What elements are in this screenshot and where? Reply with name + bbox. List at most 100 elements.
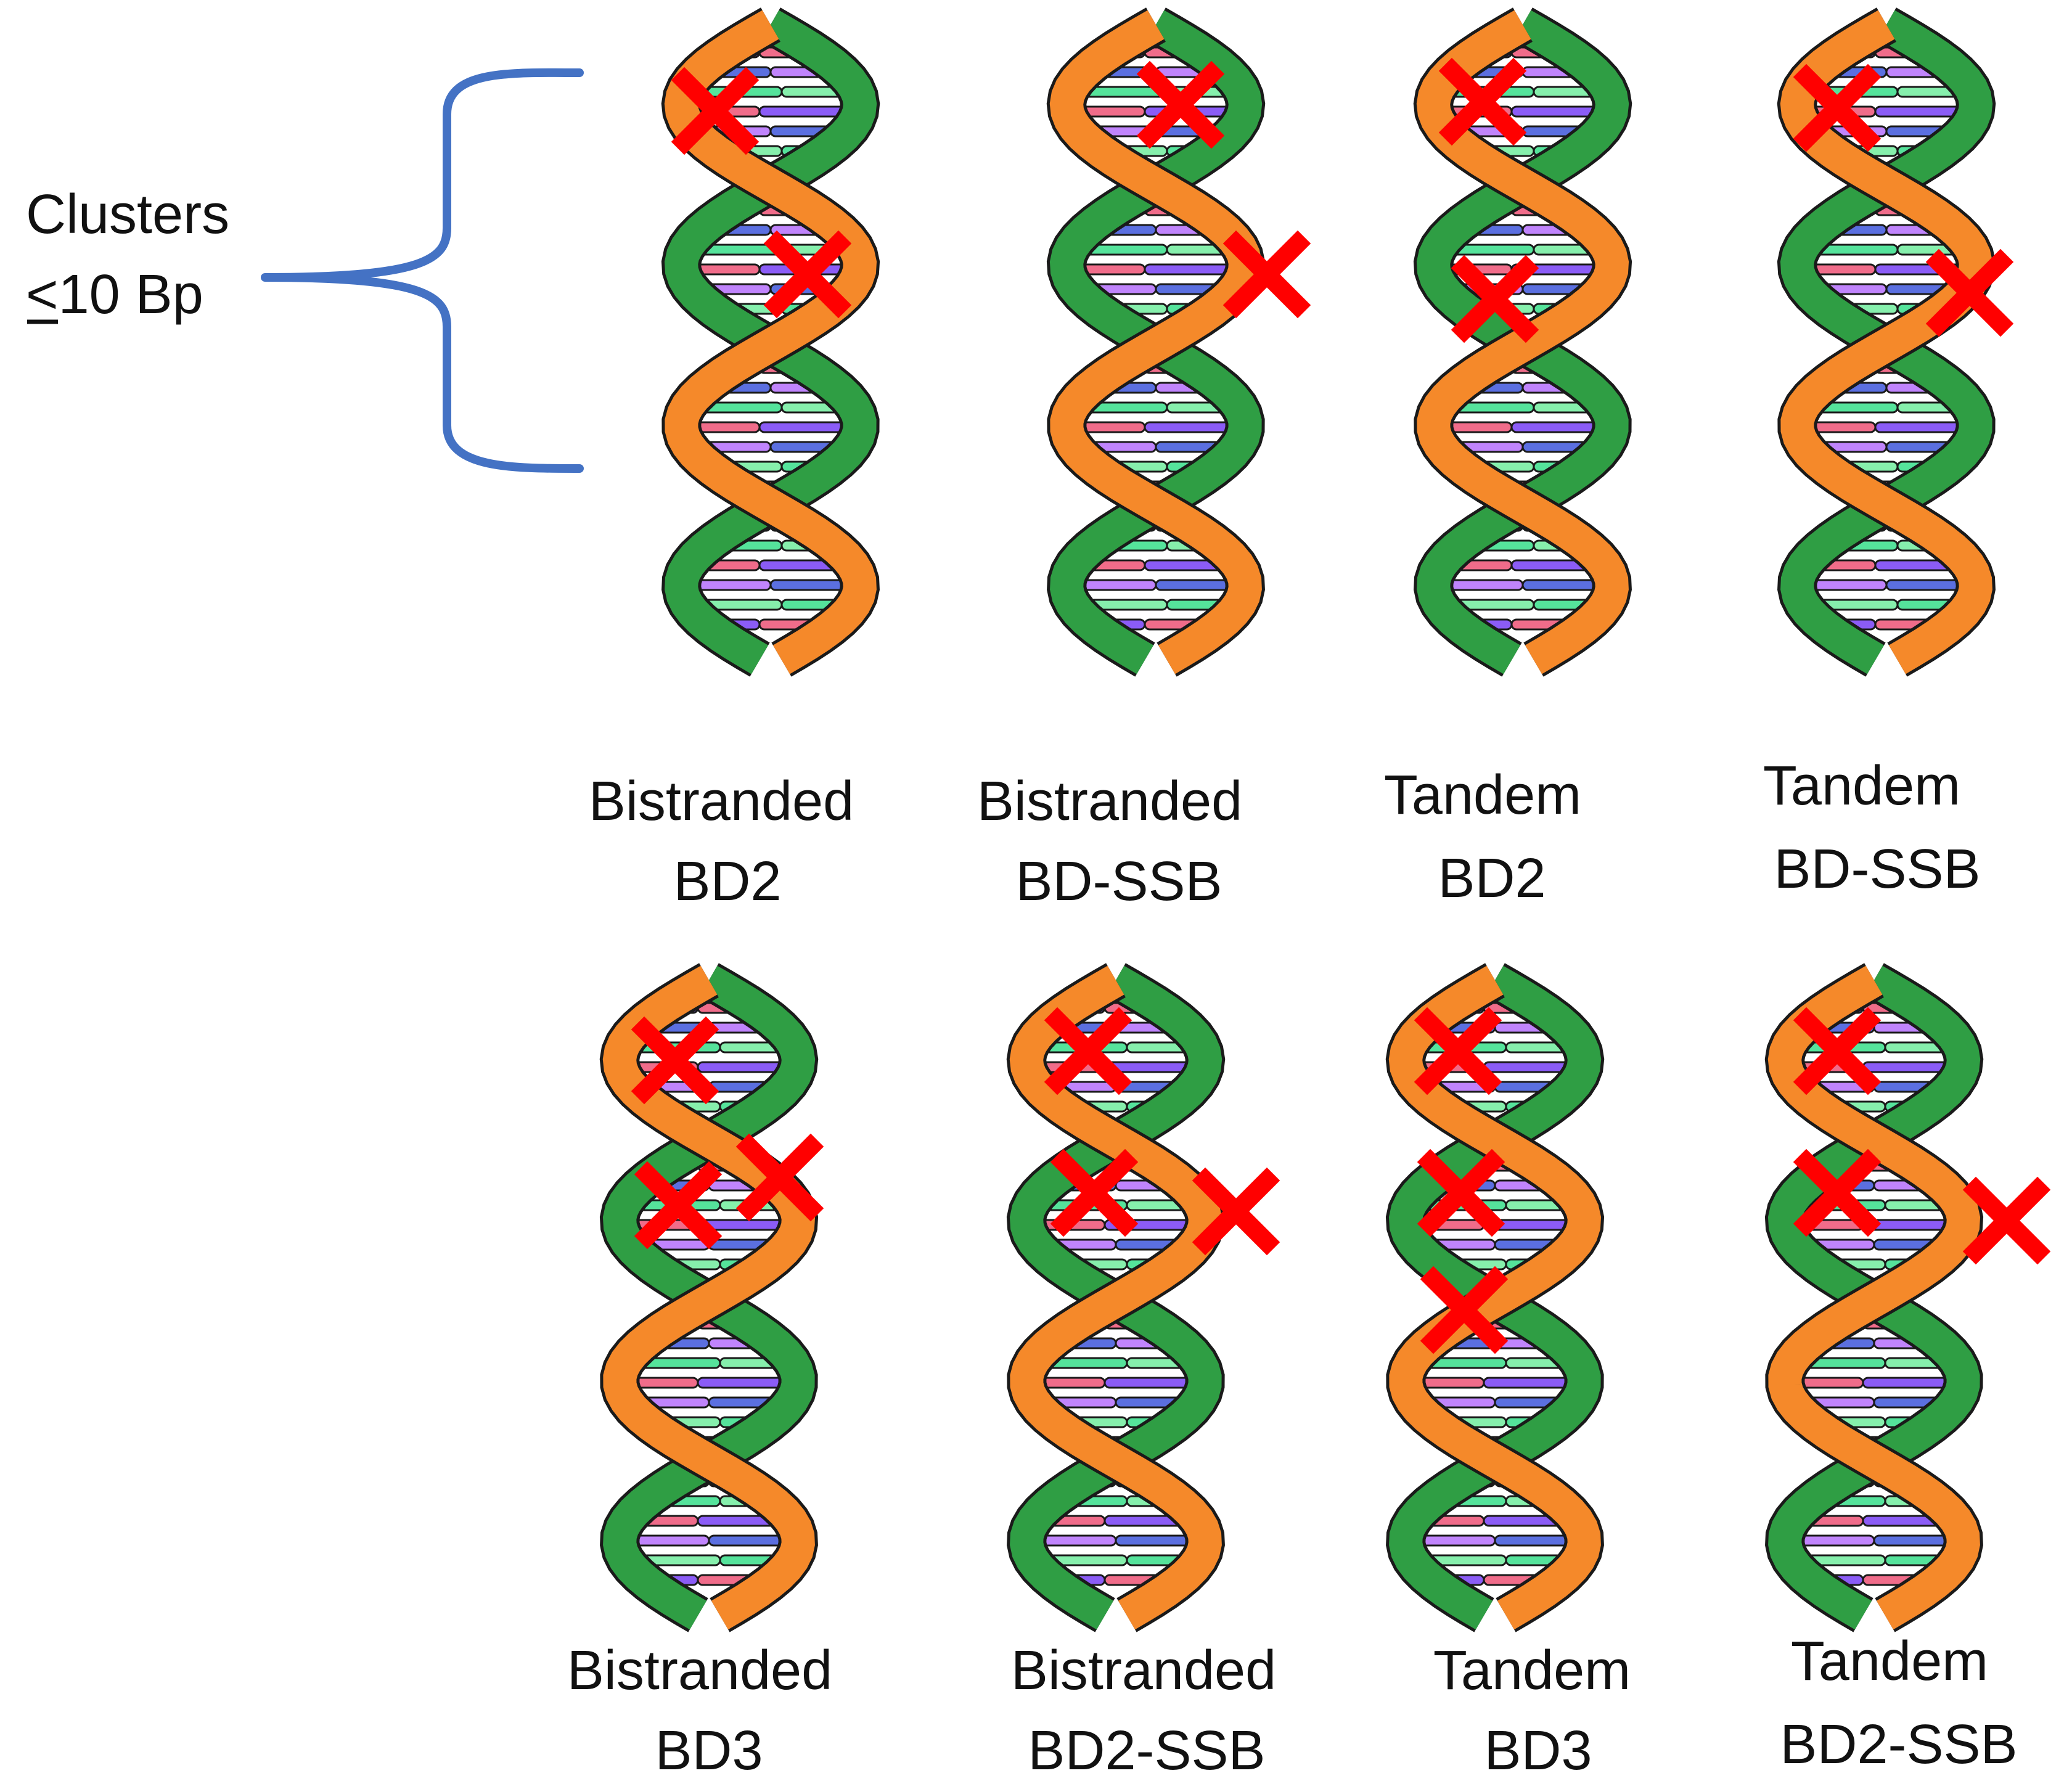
base-right <box>1862 1061 1953 1073</box>
cluster-bracket: Clusters <10 Bp <box>26 68 584 473</box>
base-right <box>1862 1377 1954 1389</box>
base-right <box>1483 1377 1574 1389</box>
damage-stroke <box>1793 1007 1882 1095</box>
damage-stroke <box>1793 1148 1882 1237</box>
base-left <box>1795 1534 1875 1547</box>
base-right <box>769 579 850 591</box>
damage-x-icon <box>1793 63 1882 152</box>
damage-x-icon <box>1050 1148 1139 1237</box>
damage-stroke <box>1962 1176 2051 1265</box>
panel-label-type: Bistranded <box>1011 1640 1276 1701</box>
damage-stroke <box>735 1133 824 1222</box>
damage-x-icon <box>1962 1176 2051 1265</box>
base-right <box>708 1534 788 1547</box>
base-left <box>1076 579 1157 591</box>
damage-stroke <box>1451 255 1539 343</box>
damage-x-icon <box>1414 1007 1502 1095</box>
base-left <box>1443 579 1524 591</box>
damage-stroke <box>1417 1148 1505 1237</box>
panel-label-type: Bistranded <box>977 771 1242 832</box>
base-right <box>1144 263 1235 276</box>
base-left <box>691 579 772 591</box>
damage-x-icon <box>1136 60 1225 149</box>
orange-strand <box>1767 965 1981 1630</box>
damage-x-icon <box>634 1161 723 1250</box>
damage-x-icon <box>735 1133 824 1222</box>
base-right <box>758 421 850 433</box>
base-right <box>697 1061 788 1073</box>
damage-x-icon <box>1420 1266 1509 1354</box>
base-right <box>1873 1534 1954 1547</box>
panel-label-class: BD2 <box>1438 848 1546 909</box>
base-left <box>1036 1534 1117 1547</box>
damage-x-icon <box>1925 248 2014 337</box>
base-right <box>1510 105 1602 118</box>
damage-x-icon <box>671 67 760 155</box>
damage-x-icon <box>1222 230 1311 319</box>
damage-x-icon <box>631 1016 719 1105</box>
base-right <box>1483 1061 1574 1073</box>
cluster-label-line1: Clusters <box>26 184 229 245</box>
panel-label-type: Tandem <box>1763 755 1960 817</box>
orange-strand <box>1049 10 1263 674</box>
damage-x-icon <box>763 230 852 319</box>
damage-stroke <box>634 1161 723 1250</box>
damage-stroke <box>1414 1007 1502 1095</box>
damage-x-icon <box>1438 57 1527 146</box>
damage-x-icon <box>1451 255 1539 343</box>
orange-strand <box>1388 965 1602 1630</box>
panel-label-class: BD-SSB <box>1015 851 1222 912</box>
base-right <box>1104 1377 1195 1389</box>
panel-label-class: BD3 <box>655 1720 763 1782</box>
cluster-size-value: 10 Bp <box>59 264 203 325</box>
damage-stroke <box>1136 60 1225 149</box>
panel-label-class: BD3 <box>1484 1720 1592 1782</box>
cluster-label-line2: <10 Bp <box>26 264 203 325</box>
damage-x-icon <box>1044 1007 1132 1095</box>
base-right <box>1144 421 1235 433</box>
damage-x-icon <box>1192 1167 1280 1256</box>
base-right <box>1155 579 1235 591</box>
less-equal-symbol: < <box>26 264 59 325</box>
damage-x-icon <box>1793 1007 1882 1095</box>
base-right <box>1510 421 1602 433</box>
dna-helix <box>1046 7 1266 677</box>
base-right <box>1521 579 1602 591</box>
base-right <box>697 1377 788 1389</box>
base-right <box>1885 579 1966 591</box>
panel-label-type: Tandem <box>1791 1631 1988 1692</box>
damage-stroke <box>1044 1007 1132 1095</box>
damage-stroke <box>1420 1266 1509 1354</box>
panel-label-type: Bistranded <box>589 771 854 832</box>
panel-label-class: BD-SSB <box>1774 838 1980 900</box>
base-left <box>629 1534 710 1547</box>
base-right <box>1874 105 1965 118</box>
orange-strand <box>1009 965 1222 1630</box>
base-left <box>1415 1534 1496 1547</box>
dna-helix <box>1413 7 1632 677</box>
damage-stroke <box>631 1016 719 1105</box>
damage-x-icon <box>1793 1148 1882 1237</box>
panel-label-class: BD2-SSB <box>1780 1714 2017 1775</box>
damage-stroke <box>1793 63 1882 152</box>
base-left <box>1807 579 1888 591</box>
panel-label-type: Bistranded <box>567 1640 832 1701</box>
damage-stroke <box>1438 57 1527 146</box>
panel-label-type: Tandem <box>1433 1640 1631 1701</box>
bracket-brace <box>261 68 584 473</box>
panel-label-class: BD2 <box>673 851 781 912</box>
base-right <box>1874 421 1966 433</box>
damage-stroke <box>1925 248 2014 337</box>
dna-helix <box>599 963 819 1632</box>
base-right <box>758 105 850 118</box>
damage-stroke <box>1050 1148 1139 1237</box>
base-right <box>1115 1534 1195 1547</box>
